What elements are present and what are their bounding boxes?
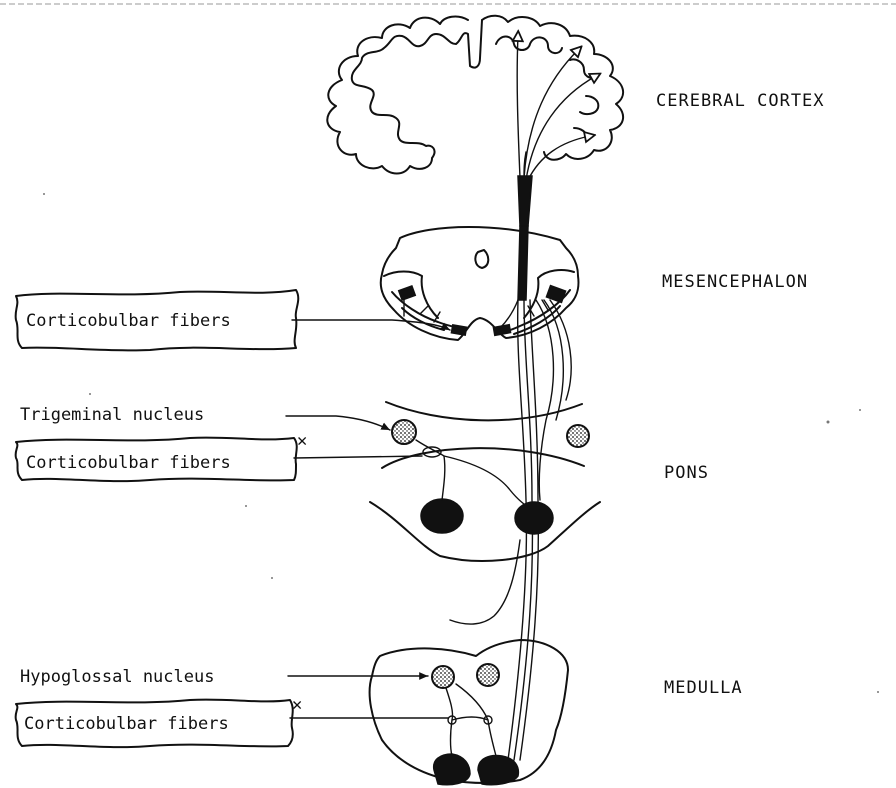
pons-section: [370, 402, 600, 624]
pons-mid-curve: [382, 448, 584, 468]
trigeminal-nucleus-label: Trigeminal nucleus: [20, 405, 204, 425]
label-corticobulbar-medulla: Corticobulbar fibers ✕: [16, 695, 448, 747]
level-label-mesencephalon: MESENCEPHALON: [662, 272, 808, 292]
trigeminal-nucleus-right: [567, 425, 589, 447]
pontine-fiber-cross: [444, 456, 530, 508]
pons-dorsal-curve: [386, 402, 582, 420]
label-corticobulbar-pons: Corticobulbar fibers ✕: [16, 431, 422, 481]
hypoglossal-fiber-cross: [452, 717, 488, 720]
corticobulbar-fibers-label-1: Corticobulbar fibers: [26, 311, 231, 331]
medulla-section: [370, 640, 568, 785]
corticobulbar-fibers-label-3: Corticobulbar fibers: [24, 714, 229, 734]
midbrain-outline: [381, 227, 579, 340]
midbrain-tract-left-ventral: [451, 325, 466, 335]
label-hypoglossal-nucleus: Hypoglossal nucleus: [20, 667, 428, 687]
midbrain-tract-left: [399, 286, 416, 300]
cortical-fiber-3: [526, 76, 596, 180]
hypoglossal-nucleus-left: [432, 666, 454, 688]
pons-ventral-outline: [370, 502, 600, 561]
level-label-pons: PONS: [664, 463, 709, 483]
crus-division-1: [420, 306, 428, 314]
pontine-fiber-to-nucleus: [416, 440, 445, 500]
pontine-nucleus-right: [515, 502, 553, 534]
hypoglossal-fiber-right: [456, 684, 496, 756]
pyramid-right: [478, 756, 518, 785]
descending-tract-upper: [518, 176, 532, 226]
right-hemisphere-outline: [482, 16, 623, 160]
descending-tract-midbrain: [518, 226, 528, 300]
pontine-nucleus-left: [421, 499, 463, 533]
leader-arrow-trigeminal: [286, 416, 390, 430]
level-label-medulla: MEDULLA: [664, 678, 743, 698]
lesion-mark-medulla: ✕: [292, 695, 302, 715]
hypoglossal-nucleus-right: [477, 664, 499, 686]
midbrain-tract-right: [546, 286, 565, 303]
label-trigeminal-nucleus: Trigeminal nucleus: [20, 405, 390, 430]
pyramid-left: [434, 754, 470, 785]
medulla-outline: [370, 640, 568, 783]
level-label-cerebral-cortex: CEREBRAL CORTEX: [656, 91, 825, 111]
trigeminal-nucleus-left: [392, 420, 416, 444]
scan-specks: [43, 193, 879, 693]
cerebral-aqueduct: [475, 250, 488, 268]
cortical-fiber-1: [517, 36, 520, 178]
cerebral-cortex-section: [327, 16, 623, 226]
corticobulbar-fibers-label-2: Corticobulbar fibers: [26, 453, 231, 473]
left-hemisphere-outline: [327, 17, 482, 174]
midbrain-fiber-branch: [500, 300, 518, 328]
hypoglossal-nucleus-label: Hypoglossal nucleus: [20, 667, 214, 687]
pontine-exit-fiber: [450, 540, 520, 624]
tract-line-4: [536, 300, 553, 500]
lesion-mark-pons: ✕: [297, 431, 307, 451]
mesencephalon-section: [381, 226, 579, 340]
